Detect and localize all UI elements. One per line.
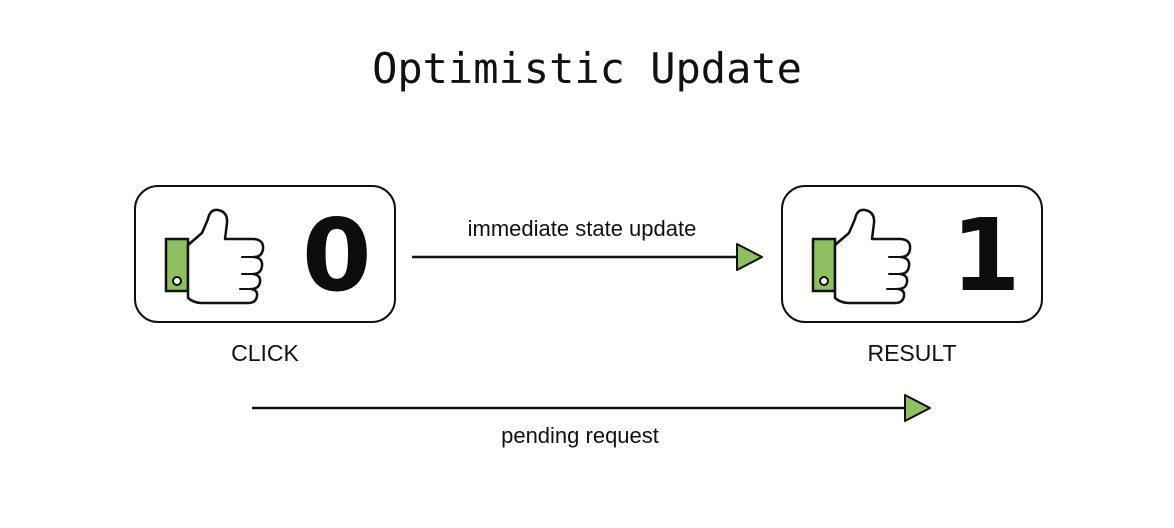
like-count: 0 xyxy=(302,197,372,314)
result-card: 1 xyxy=(781,185,1043,323)
pending-request-label: pending request xyxy=(501,423,659,448)
immediate-update-arrow xyxy=(412,243,763,271)
immediate-state-update-label: immediate state update xyxy=(467,216,697,241)
diagram-title: Optimistic Update xyxy=(372,44,802,93)
thumbs-up-icon xyxy=(164,208,265,305)
pending-request-arrow xyxy=(252,394,931,422)
click-caption: CLICK xyxy=(231,340,299,366)
arrowhead-immediate xyxy=(736,243,763,271)
result-caption: RESULT xyxy=(867,340,957,366)
like-count: 1 xyxy=(951,197,1021,314)
thumbs-up-icon xyxy=(811,208,912,305)
click-card[interactable]: 0 xyxy=(134,185,396,323)
arrowhead-pending xyxy=(904,394,931,422)
